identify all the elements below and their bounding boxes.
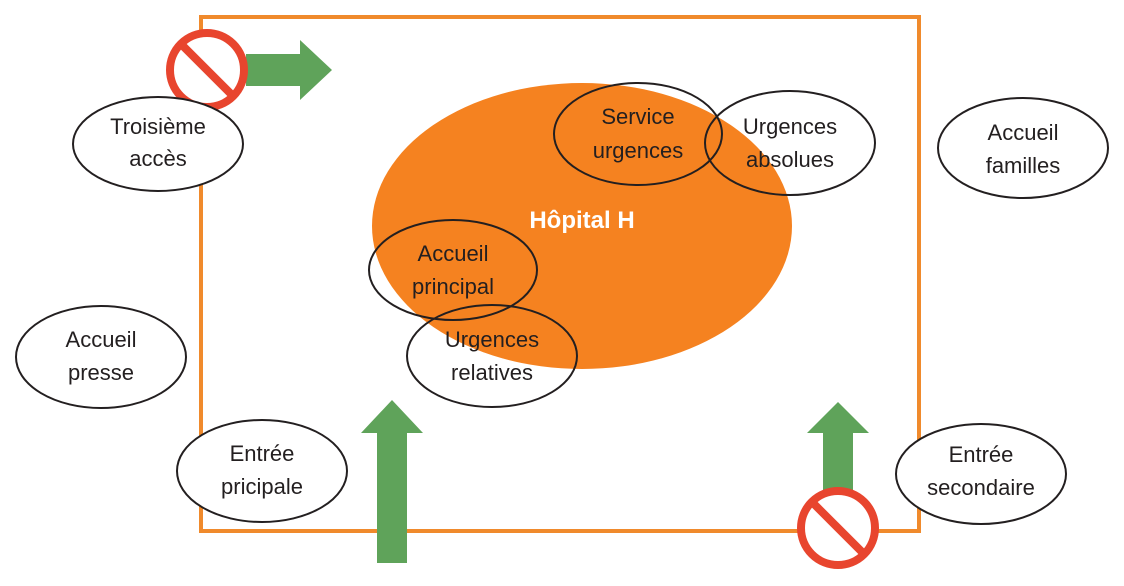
zone-entree-secondaire: Entrée secondaire [895, 423, 1067, 525]
svg-text:principal: principal [412, 274, 494, 299]
zone-urgences-relatives: Urgences relatives [406, 304, 578, 408]
arrow-icon [807, 402, 869, 495]
site-boundary [199, 15, 921, 533]
zone-accueil-presse: Accueil presse [15, 305, 187, 409]
svg-text:Service: Service [601, 104, 674, 129]
svg-text:Urgences: Urgences [743, 114, 837, 139]
svg-text:secondaire: secondaire [927, 475, 1035, 500]
svg-text:accès: accès [129, 146, 186, 171]
arrow-icon [361, 400, 423, 563]
svg-text:Accueil: Accueil [66, 327, 137, 352]
zone-urgences-absolues: Urgences absolues [704, 90, 876, 196]
hospital-label: Hôpital H [529, 207, 634, 234]
no-entry-icon [797, 487, 879, 569]
svg-text:Troisième: Troisième [110, 114, 206, 139]
zone-accueil-principal: Accueil principal [368, 219, 538, 321]
svg-text:relatives: relatives [451, 360, 533, 385]
svg-text:Urgences: Urgences [445, 327, 539, 352]
zone-troisieme-acces: Troisième accès [72, 96, 244, 192]
svg-text:Entrée: Entrée [230, 441, 295, 466]
zone-entree-principale: Entrée pricipale [176, 419, 348, 523]
zone-accueil-familles: Accueil familles [937, 97, 1109, 199]
svg-text:Accueil: Accueil [988, 120, 1059, 145]
zone-service-urgences: Service urgences [553, 82, 723, 186]
no-entry-icon [166, 29, 248, 111]
svg-text:pricipale: pricipale [221, 474, 303, 499]
arrow-icon [246, 40, 332, 100]
svg-text:presse: presse [68, 360, 134, 385]
svg-text:absolues: absolues [746, 147, 834, 172]
svg-text:familles: familles [986, 153, 1061, 178]
hospital-building [372, 83, 792, 369]
svg-text:urgences: urgences [593, 138, 684, 163]
svg-text:Accueil: Accueil [418, 241, 489, 266]
svg-text:Entrée: Entrée [949, 442, 1014, 467]
